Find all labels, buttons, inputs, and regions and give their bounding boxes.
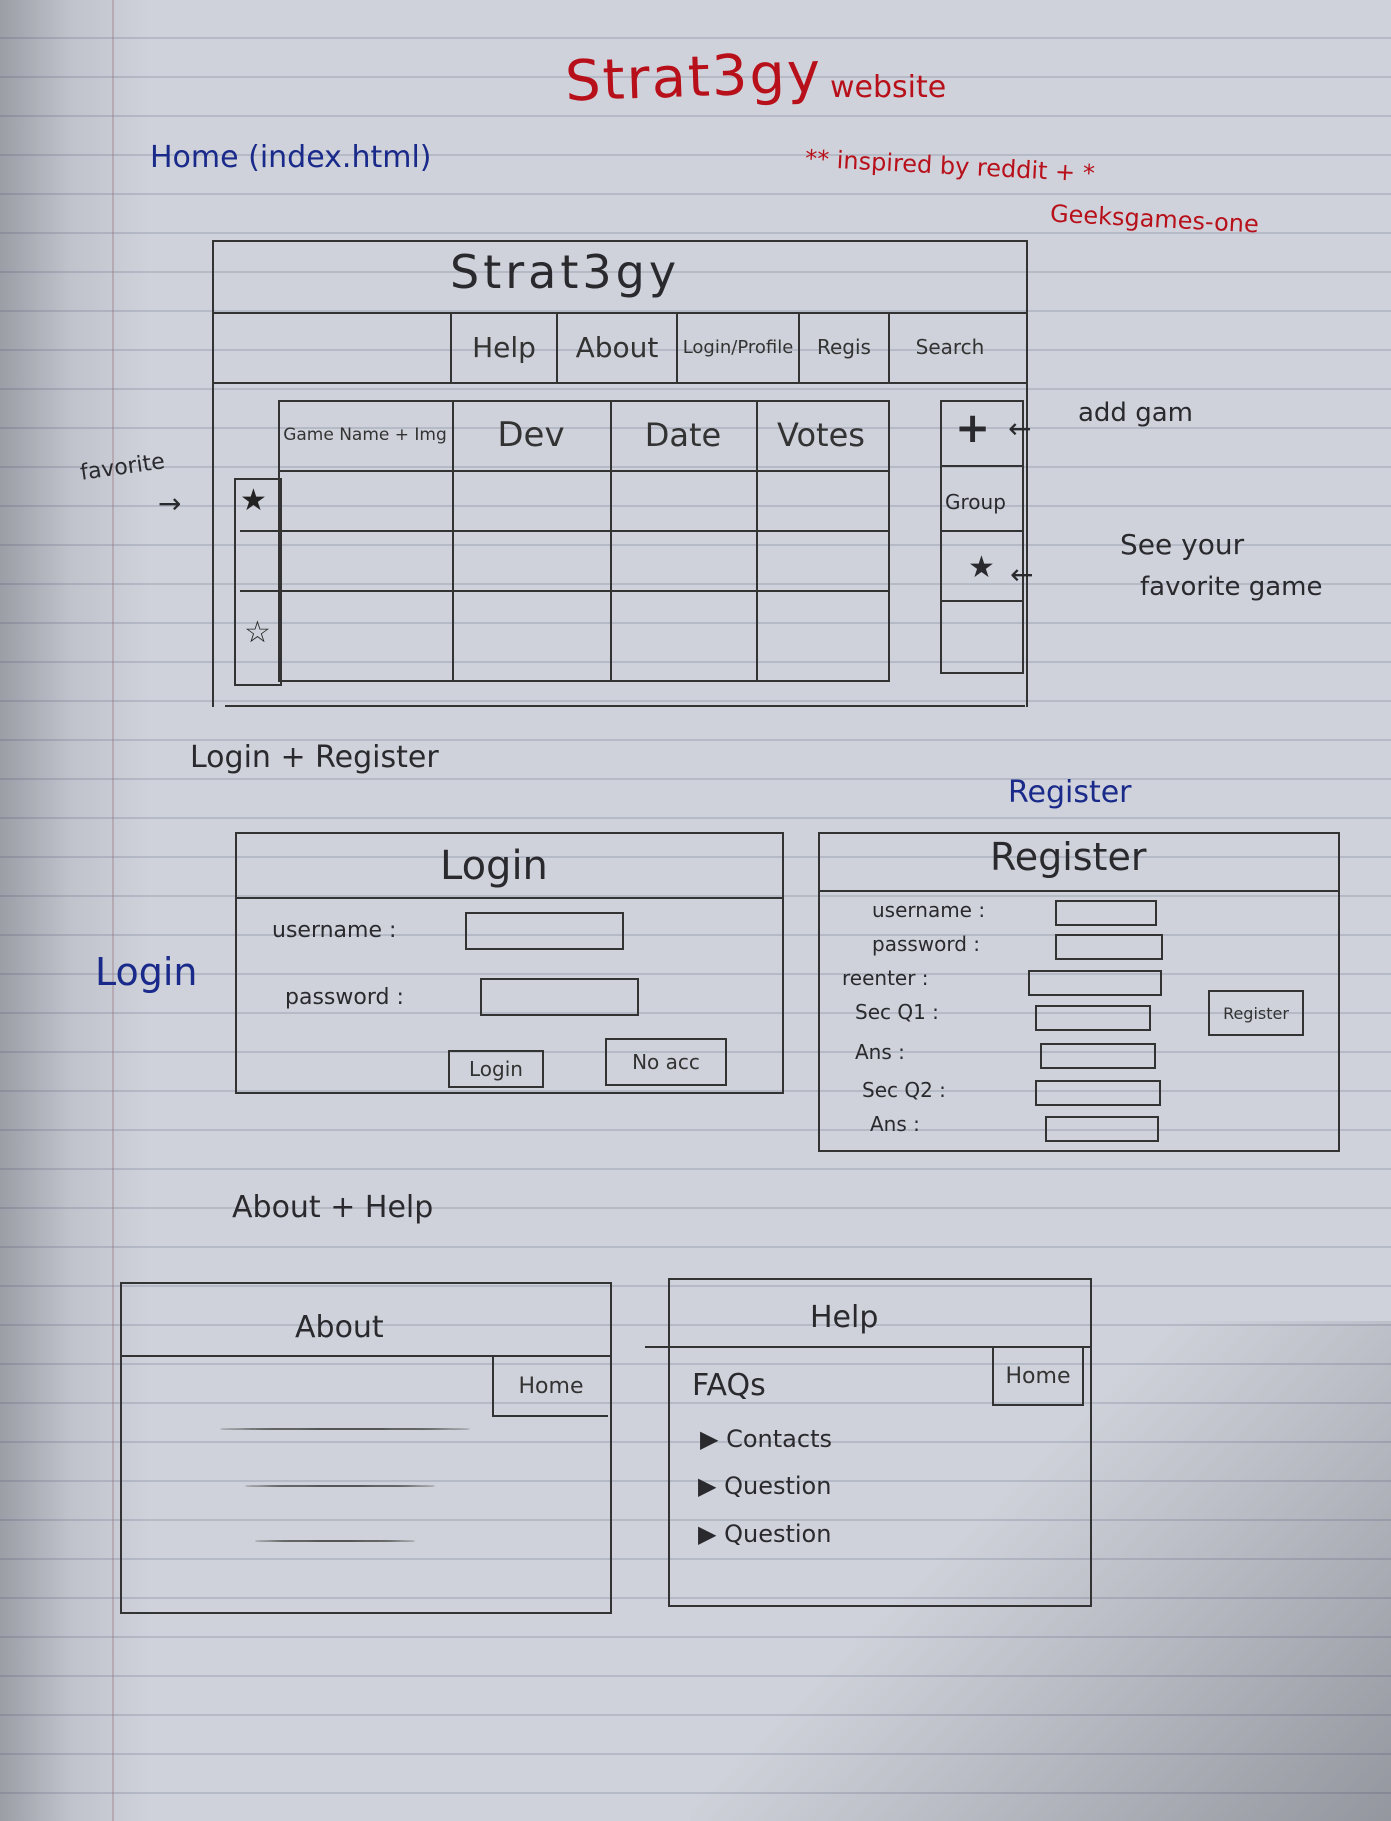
- nav-login-profile[interactable]: Login/Profile: [676, 312, 798, 382]
- help-item-question[interactable]: ▶ Question: [698, 1472, 831, 1500]
- column-date[interactable]: Date: [644, 416, 722, 454]
- favorite-annotation-line-1: See your: [1120, 528, 1245, 561]
- help-item-contacts[interactable]: ▶ Contacts: [700, 1425, 832, 1453]
- home-frame: [212, 240, 1028, 707]
- help-frame: [668, 1278, 1092, 1607]
- inspired-note: ** inspired by reddit + *: [804, 144, 1096, 188]
- about-home-button[interactable]: Home: [492, 1357, 608, 1417]
- divider: [120, 1355, 610, 1357]
- divider: [940, 600, 1022, 602]
- text-placeholder-line: [255, 1540, 415, 1542]
- page-title-suffix: website: [830, 70, 947, 105]
- register-ans2-input[interactable]: [1045, 1116, 1159, 1142]
- divider: [940, 465, 1022, 467]
- register-secq2-label: Sec Q2 :: [862, 1078, 946, 1102]
- favorite-annotation: favorite: [78, 449, 167, 486]
- side-panel: [940, 400, 1024, 674]
- register-secq1-input[interactable]: [1035, 1005, 1151, 1031]
- favorites-star-icon[interactable]: ★: [968, 550, 995, 585]
- nav-register[interactable]: Regis: [798, 312, 888, 382]
- about-help-heading: About + Help: [232, 1190, 434, 1225]
- page-title: Strat3gy: [563, 40, 824, 115]
- help-item-label: Contacts: [726, 1425, 832, 1453]
- add-game-annotation: add gam: [1078, 398, 1193, 428]
- add-game-icon[interactable]: +: [955, 403, 991, 452]
- register-secq1-label: Sec Q1 :: [855, 1000, 939, 1024]
- divider: [212, 382, 1026, 384]
- register-password-label: password :: [872, 932, 981, 956]
- divider: [756, 400, 758, 680]
- divider: [278, 470, 888, 472]
- help-item-question[interactable]: ▶ Question: [698, 1520, 831, 1548]
- username-input[interactable]: [465, 912, 624, 950]
- login-register-heading: Login + Register: [190, 740, 439, 775]
- password-input[interactable]: [480, 978, 639, 1016]
- about-frame: [120, 1282, 612, 1614]
- text-placeholder-line: [220, 1428, 470, 1430]
- divider: [940, 530, 1022, 532]
- login-side-label: Login: [95, 950, 198, 994]
- nav-help[interactable]: Help: [450, 312, 556, 382]
- register-ans2-label: Ans :: [870, 1112, 920, 1136]
- about-title: About: [295, 1310, 384, 1345]
- faqs-heading: FAQs: [692, 1368, 766, 1403]
- arrow-right-icon: →: [158, 487, 182, 520]
- favorite-star-outline-icon[interactable]: ☆: [244, 615, 271, 650]
- divider: [645, 1346, 1090, 1348]
- game-table: [278, 400, 890, 682]
- site-title: Strat3gy: [450, 245, 681, 299]
- divider: [225, 705, 1025, 707]
- nav-search[interactable]: Search: [888, 312, 1010, 382]
- help-title: Help: [810, 1300, 879, 1335]
- register-ans1-label: Ans :: [855, 1040, 905, 1064]
- column-game-name[interactable]: Game Name + Img: [283, 425, 447, 445]
- login-title: Login: [440, 843, 548, 889]
- arrow-left-icon: ←: [1008, 412, 1032, 445]
- register-frame: [818, 832, 1340, 1152]
- register-username-input[interactable]: [1055, 900, 1157, 926]
- register-secq2-input[interactable]: [1035, 1080, 1161, 1106]
- divider: [610, 400, 612, 680]
- register-password-input[interactable]: [1055, 934, 1163, 960]
- help-item-label: Question: [724, 1472, 832, 1500]
- help-item-label: Question: [724, 1520, 832, 1548]
- help-home-button[interactable]: Home: [992, 1346, 1084, 1406]
- register-ans1-input[interactable]: [1040, 1043, 1156, 1069]
- login-frame: [235, 832, 784, 1094]
- favorite-column: [234, 478, 282, 686]
- home-section-label: Home (index.html): [150, 140, 432, 175]
- register-side-label: Register: [1008, 775, 1132, 810]
- favorite-star-icon[interactable]: ★: [240, 483, 267, 518]
- register-reenter-input[interactable]: [1028, 970, 1162, 996]
- divider: [235, 897, 782, 899]
- divider: [452, 400, 454, 680]
- column-dev[interactable]: Dev: [497, 415, 565, 455]
- nav-about[interactable]: About: [556, 312, 676, 382]
- inspired-note-2: Geeksgames-one: [1049, 199, 1260, 239]
- group-button[interactable]: Group: [945, 490, 1006, 514]
- triangle-bullet-icon: ▶: [700, 1425, 719, 1453]
- favorite-annotation-line-2: favorite game: [1140, 572, 1323, 602]
- register-username-label: username :: [872, 898, 986, 922]
- arrow-left-icon: ←: [1010, 558, 1034, 591]
- divider: [212, 312, 1026, 314]
- register-reenter-label: reenter :: [842, 966, 929, 990]
- username-label: username :: [272, 918, 397, 943]
- text-placeholder-line: [245, 1485, 435, 1487]
- login-button[interactable]: Login: [448, 1050, 544, 1088]
- register-title: Register: [990, 835, 1147, 879]
- triangle-bullet-icon: ▶: [698, 1520, 717, 1548]
- divider: [818, 890, 1338, 892]
- no-account-button[interactable]: No acc: [605, 1038, 727, 1086]
- margin-line: [112, 0, 114, 1821]
- password-label: password :: [285, 985, 404, 1010]
- divider: [240, 590, 888, 592]
- register-button[interactable]: Register: [1208, 990, 1304, 1036]
- column-votes[interactable]: Votes: [777, 416, 865, 454]
- divider: [240, 530, 888, 532]
- triangle-bullet-icon: ▶: [698, 1472, 717, 1500]
